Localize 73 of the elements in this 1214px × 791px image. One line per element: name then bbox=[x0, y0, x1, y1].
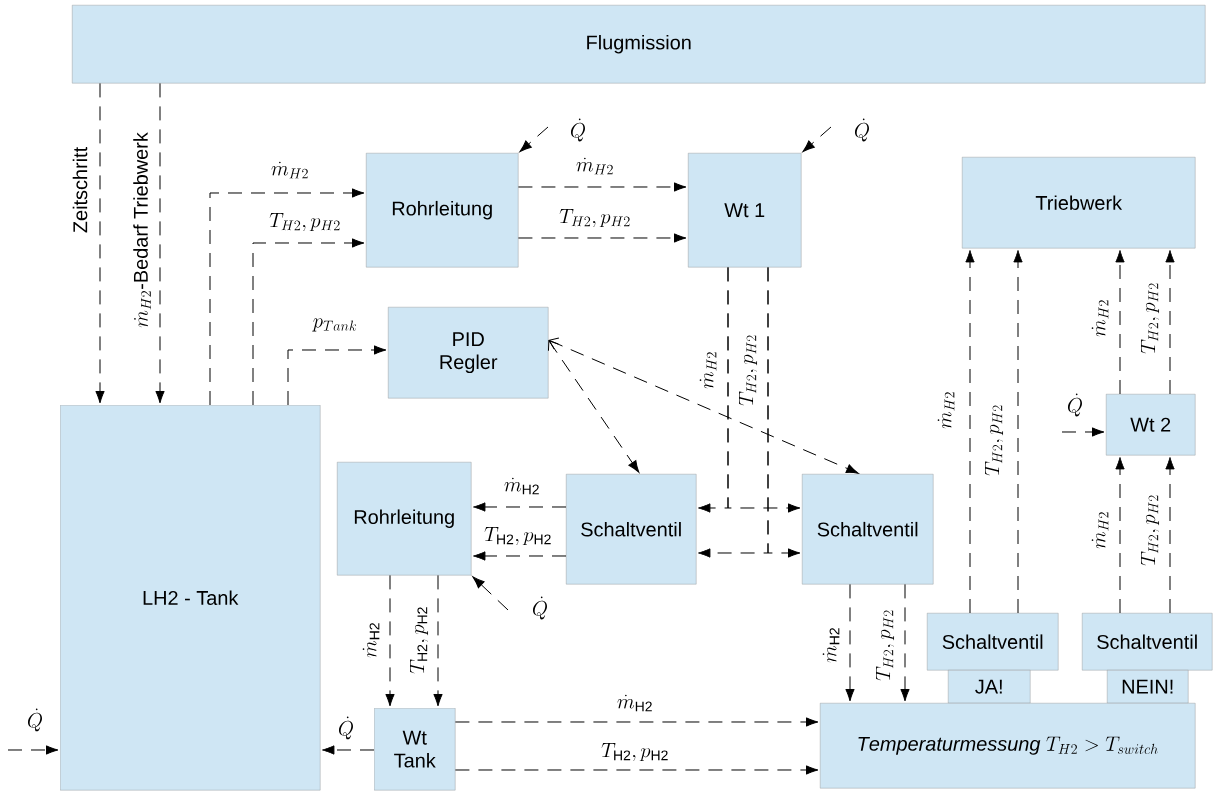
edge-label: $\dot{Q}$ bbox=[853, 117, 871, 143]
arrow bbox=[1115, 250, 1125, 395]
arrow bbox=[900, 583, 910, 702]
edge-label: $T_{H2}, p_{H2}$ bbox=[1139, 493, 1161, 567]
arrow bbox=[1061, 427, 1105, 437]
arrow bbox=[433, 574, 443, 707]
arrow bbox=[727, 266, 801, 513]
process-box: Schaltventil bbox=[802, 474, 934, 585]
edge-label: $\dot{Q}$ bbox=[531, 595, 549, 621]
arrow bbox=[473, 502, 567, 512]
edge-label: $T_{H2}, p_{H2}$ bbox=[268, 211, 342, 233]
arrow bbox=[802, 126, 832, 153]
edge-label: $T_{\mathrm{H2}}, p_{\mathrm{H2}}$ bbox=[408, 605, 430, 675]
arrow bbox=[1165, 250, 1175, 395]
arrow bbox=[1115, 457, 1125, 614]
arrow bbox=[7, 745, 59, 755]
arrow bbox=[454, 765, 819, 775]
process-box: Rohrleitung bbox=[337, 462, 472, 576]
process-box: Wt 1 bbox=[688, 153, 802, 268]
edge-label: $\dot{m}_{H2}\mbox{-Bedarf Triebwerk}$ bbox=[132, 131, 152, 329]
arrow bbox=[472, 576, 509, 611]
arrow bbox=[767, 266, 801, 558]
process-box: JA! bbox=[948, 670, 1031, 704]
edge-label: $T_{H2}, p_{H2}$ bbox=[737, 333, 759, 407]
arrow bbox=[287, 345, 387, 406]
edge-label: $\dot{m}_{H2}$ bbox=[698, 350, 718, 390]
arrow bbox=[95, 82, 105, 404]
arrow bbox=[385, 574, 395, 707]
process-box: Wt 2 bbox=[1106, 394, 1196, 456]
arrow bbox=[517, 182, 687, 192]
edge-label: $\dot{m}_{H2}$ bbox=[270, 160, 310, 180]
process-box: LH2 - Tank bbox=[60, 405, 321, 791]
edge-label: $\dot{Q}$ bbox=[569, 117, 587, 143]
edge-label: Zeitschritt bbox=[71, 145, 89, 235]
arrow bbox=[519, 126, 549, 153]
edge-label: $\dot{m}_{\mathrm{H2}}$ bbox=[616, 693, 654, 713]
edge-label: $T_{\mathrm{H2}}, p_{\mathrm{H2}}$ bbox=[483, 525, 553, 547]
arrow bbox=[209, 188, 365, 406]
edge-label: $\dot{m}_{\mathrm{H2}}$ bbox=[821, 626, 841, 664]
edge-label: $\dot{m}_{\mathrm{H2}}$ bbox=[361, 621, 381, 659]
edge-label: $\dot{Q}$ bbox=[337, 715, 355, 741]
arrow bbox=[845, 583, 855, 702]
arrow bbox=[155, 82, 165, 404]
edge-label: $\dot{m}_{H2}$ bbox=[936, 390, 956, 430]
arrow bbox=[965, 250, 975, 614]
process-box: PID Regler bbox=[388, 307, 549, 399]
process-box: NEIN! bbox=[1107, 670, 1189, 704]
process-box: Rohrleitung bbox=[366, 153, 519, 268]
arrow bbox=[1013, 250, 1023, 614]
edge-label: $T_{H2}, p_{H2}$ bbox=[983, 403, 1005, 477]
process-box: Schaltventil bbox=[566, 474, 697, 585]
edge-label: $\dot{Q}$ bbox=[26, 707, 44, 733]
arrow bbox=[547, 340, 640, 473]
arrow bbox=[1165, 457, 1175, 614]
edge-label: $T_{\mathrm{H2}}, p_{\mathrm{H2}}$ bbox=[600, 741, 670, 763]
process-box: Triebwerk bbox=[962, 157, 1196, 249]
edge-label: $T_{H2}, p_{H2}$ bbox=[1139, 281, 1161, 355]
edge-label: $\dot{m}_{H2}$ bbox=[1090, 298, 1110, 338]
process-box: Flugmission bbox=[72, 5, 1206, 84]
edge-label: $\dot{m}_{\mathrm{H2}}$ bbox=[503, 476, 541, 496]
arrow bbox=[517, 233, 687, 243]
process-box: Wt Tank bbox=[374, 708, 456, 791]
edge-label: $\dot{m}_{H2}$ bbox=[575, 156, 615, 176]
arrow bbox=[473, 551, 567, 561]
arrow bbox=[548, 337, 859, 474]
edge-label: $T_{H2}, p_{H2}$ bbox=[558, 207, 632, 229]
edge-label: $p_{Tank}$ bbox=[311, 317, 359, 333]
arrow bbox=[252, 238, 365, 406]
arrow bbox=[454, 717, 819, 727]
edge-label: $T_{H2}, p_{H2}$ bbox=[874, 608, 896, 682]
arrow bbox=[322, 745, 375, 755]
edge-label: $\dot{m}_{H2}$ bbox=[1090, 510, 1110, 550]
edge-label: $\dot{Q}$ bbox=[1066, 392, 1084, 418]
